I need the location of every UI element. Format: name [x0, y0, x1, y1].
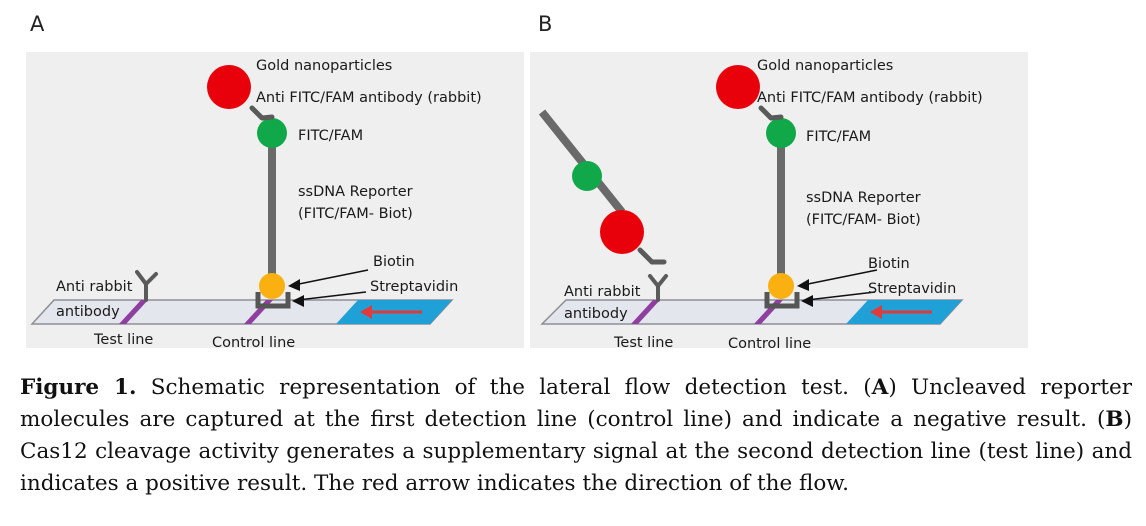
anti-fitc-antibody — [249, 105, 275, 121]
streptavidin-cup — [764, 292, 800, 309]
label-antibody: antibody — [56, 304, 120, 320]
label-test-line: Test line — [613, 335, 673, 350]
panel-a-diagram: Gold nanoparticles Anti FITC/FAM antibod… — [26, 52, 524, 350]
anti-rabbit-antibody — [135, 270, 158, 302]
gold-nanoparticle — [716, 65, 760, 109]
anti-rabbit-antibody — [648, 274, 668, 302]
caption-panel-a-ref: A — [871, 375, 889, 400]
caption-text-3: ) Cas12 cleavage activity generates a su… — [20, 407, 1132, 496]
label-streptavidin: Streptavidin — [868, 281, 956, 297]
panel-b-diagram: Gold nanoparticles Anti FITC/FAM antibod… — [530, 52, 1028, 350]
anti-fitc-antibody — [758, 105, 784, 121]
fitc-circle-cleaved — [572, 161, 602, 191]
panel-letter-b: B — [538, 12, 553, 36]
fitc-circle — [766, 118, 796, 148]
label-gold-nanoparticles: Gold nanoparticles — [256, 58, 392, 74]
label-streptavidin: Streptavidin — [370, 279, 458, 295]
streptavidin-pointer — [806, 291, 876, 301]
label-ssdna-reporter-sub: (FITC/FAM- Biot) — [806, 212, 921, 228]
label-test-line: Test line — [93, 332, 153, 348]
label-anti-rabbit: Anti rabbit — [56, 279, 133, 295]
label-ssdna-reporter-sub: (FITC/FAM- Biot) — [298, 206, 413, 222]
label-biotin: Biotin — [373, 254, 415, 270]
streptavidin-cup — [255, 292, 291, 309]
label-control-line: Control line — [212, 335, 295, 350]
biotin-pointer-head — [288, 279, 300, 291]
anti-fitc-antibody-cleaved — [637, 247, 667, 265]
streptavidin-pointer-head — [801, 295, 813, 307]
streptavidin-pointer — [297, 291, 367, 301]
label-anti-rabbit: Anti rabbit — [564, 284, 641, 300]
biotin-pointer — [802, 269, 878, 286]
ssdna-reporter-stem — [777, 140, 785, 286]
gold-nanoparticle — [207, 65, 251, 109]
label-biotin: Biotin — [868, 256, 910, 272]
label-anti-fitc-antibody: Anti FITC/FAM antibody (rabbit) — [256, 90, 482, 106]
test-line-mark — [119, 300, 148, 324]
biotin-circle — [259, 273, 285, 299]
flow-arrow-head — [870, 305, 882, 319]
biotin-pointer — [293, 269, 369, 286]
test-line-mark — [631, 300, 660, 324]
label-control-line: Control line — [728, 336, 811, 350]
ssdna-reporter-stem — [268, 140, 276, 286]
label-gold-nanoparticles: Gold nanoparticles — [757, 58, 893, 74]
caption-figure-label: Figure 1. — [20, 375, 137, 400]
label-anti-fitc-antibody: Anti FITC/FAM antibody (rabbit) — [757, 90, 983, 106]
caption-text-2: ) Uncleaved reporter molecules are captu… — [20, 375, 1132, 432]
biotin-circle — [768, 273, 794, 299]
label-fitc-fam: FITC/FAM — [298, 128, 363, 144]
label-ssdna-reporter: ssDNA Reporter — [806, 190, 921, 206]
flow-arrow-head — [360, 305, 372, 319]
fitc-circle — [257, 118, 287, 148]
label-antibody: antibody — [564, 306, 628, 322]
biotin-pointer-head — [797, 279, 809, 291]
streptavidin-pointer-head — [292, 295, 304, 307]
panel-letter-a: A — [30, 12, 45, 36]
caption-text-1: Schematic representation of the lateral … — [136, 375, 872, 400]
gold-nanoparticle-cleaved — [600, 210, 644, 254]
figure-caption: Figure 1. Schematic representation of th… — [20, 372, 1132, 500]
label-ssdna-reporter: ssDNA Reporter — [298, 184, 413, 200]
caption-panel-b-ref: B — [1105, 407, 1124, 432]
label-fitc-fam: FITC/FAM — [806, 129, 871, 145]
